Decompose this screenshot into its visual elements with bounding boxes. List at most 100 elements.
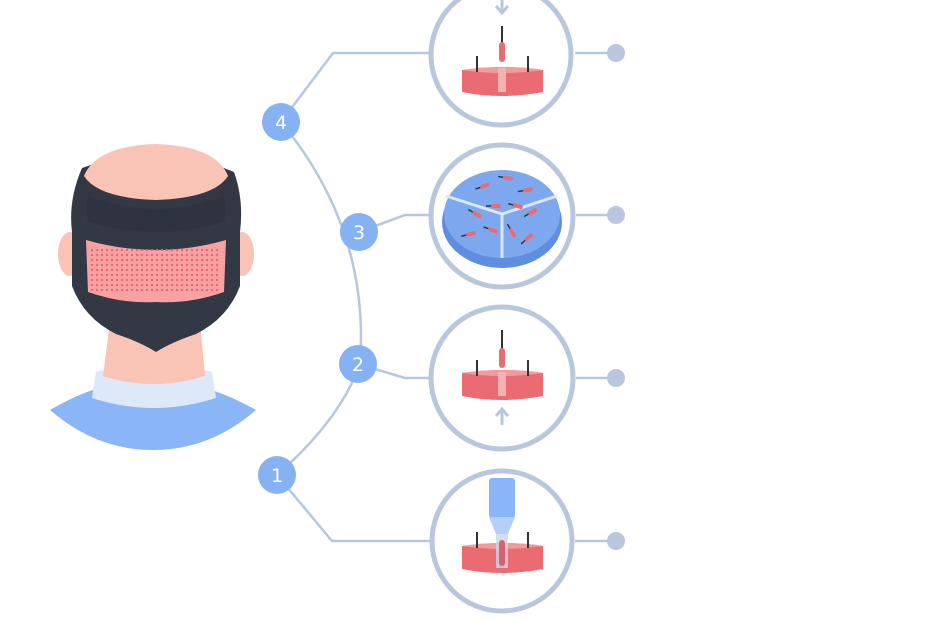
graft-dot (95, 248, 99, 252)
graft-dot (175, 278, 179, 282)
graft-dot (215, 258, 219, 262)
graft-dot (155, 283, 159, 287)
graft-dot (150, 258, 154, 262)
graft-dot (100, 258, 104, 262)
graft-dot (180, 263, 184, 267)
graft-dot (105, 278, 109, 282)
petri-dish-grafts-icon (442, 170, 562, 268)
graft-dot (130, 258, 134, 262)
step-1-number: 1 (271, 465, 283, 487)
graft-dot (215, 253, 219, 257)
graft-dot (115, 263, 119, 267)
graft-dot (165, 268, 169, 272)
graft-dot (205, 288, 209, 292)
graft-dot (130, 248, 134, 252)
graft-dot (165, 248, 169, 252)
step-4-circle (428, 0, 574, 128)
petri-graft (508, 202, 523, 210)
graft-dot (145, 273, 149, 277)
graft-dot (145, 253, 149, 257)
graft-dot (200, 278, 204, 282)
graft-dot (90, 258, 94, 262)
graft-dot (95, 283, 99, 287)
graft-dot (150, 288, 154, 292)
graft-dot (90, 288, 94, 292)
graft-dot (210, 268, 214, 272)
graft-zone (86, 240, 226, 303)
graft-dot (195, 288, 199, 292)
graft-dot (100, 248, 104, 252)
graft-dot (115, 283, 119, 287)
graft-dot (155, 273, 159, 277)
graft-dot (200, 253, 204, 257)
graft-dot (170, 248, 174, 252)
graft-dot (200, 273, 204, 277)
graft-dot (210, 263, 214, 267)
graft-dot (170, 258, 174, 262)
graft-dot (160, 283, 164, 287)
graft-dot (175, 283, 179, 287)
step-arc (276, 121, 363, 476)
graft-dot (205, 263, 209, 267)
graft-dot (195, 248, 199, 252)
graft-dot (115, 278, 119, 282)
graft-dot (165, 283, 169, 287)
graft-dot (185, 288, 189, 292)
graft-dot (185, 268, 189, 272)
graft-dot (205, 273, 209, 277)
graft-dot (185, 273, 189, 277)
connector-lines (276, 51, 616, 543)
down-arrow-head (494, 5, 510, 16)
graft-dot (135, 268, 139, 272)
graft-hole (498, 68, 506, 92)
graft-dot (120, 263, 124, 267)
graft-dot (115, 248, 119, 252)
branch-1 (276, 474, 430, 543)
graft-dot (120, 258, 124, 262)
bald-crown (84, 144, 228, 200)
graft-dot (170, 263, 174, 267)
graft-dot (175, 263, 179, 267)
graft-dot (160, 288, 164, 292)
petri-graft (461, 230, 476, 238)
graft-dot (190, 283, 194, 287)
graft-dot (115, 258, 119, 262)
graft-dot (105, 273, 109, 277)
up-arrow-head (494, 406, 510, 417)
graft-dot (155, 268, 159, 272)
graft-dot (185, 283, 189, 287)
punch-tool-tip (489, 517, 515, 534)
graft-dot (180, 273, 184, 277)
graft-bulb (499, 42, 505, 62)
graft-dot (125, 263, 129, 267)
graft-dot (205, 283, 209, 287)
graft-dot (120, 253, 124, 257)
graft-dot (195, 278, 199, 282)
graft-dot (105, 288, 109, 292)
graft-dot (110, 288, 114, 292)
graft-dot (215, 263, 219, 267)
graft-dot (175, 253, 179, 257)
graft-dot (110, 268, 114, 272)
graft-dot (160, 253, 164, 257)
graft-dot (190, 248, 194, 252)
follicle-extracted-icon (462, 330, 543, 425)
graft-dot (155, 258, 159, 262)
graft-dot (185, 258, 189, 262)
graft-dot (110, 283, 114, 287)
graft-dot (100, 273, 104, 277)
graft-dot (140, 273, 144, 277)
graft-dot (150, 278, 154, 282)
graft-dot (210, 258, 214, 262)
graft-dot (145, 268, 149, 272)
graft-dot (140, 288, 144, 292)
graft-dot (185, 253, 189, 257)
graft-dot (95, 273, 99, 277)
punch-tool-body (489, 478, 515, 518)
graft-dot (160, 263, 164, 267)
graft-dot (210, 283, 214, 287)
graft-dot (185, 248, 189, 252)
end-dot-2 (607, 369, 625, 387)
graft-dot (115, 273, 119, 277)
